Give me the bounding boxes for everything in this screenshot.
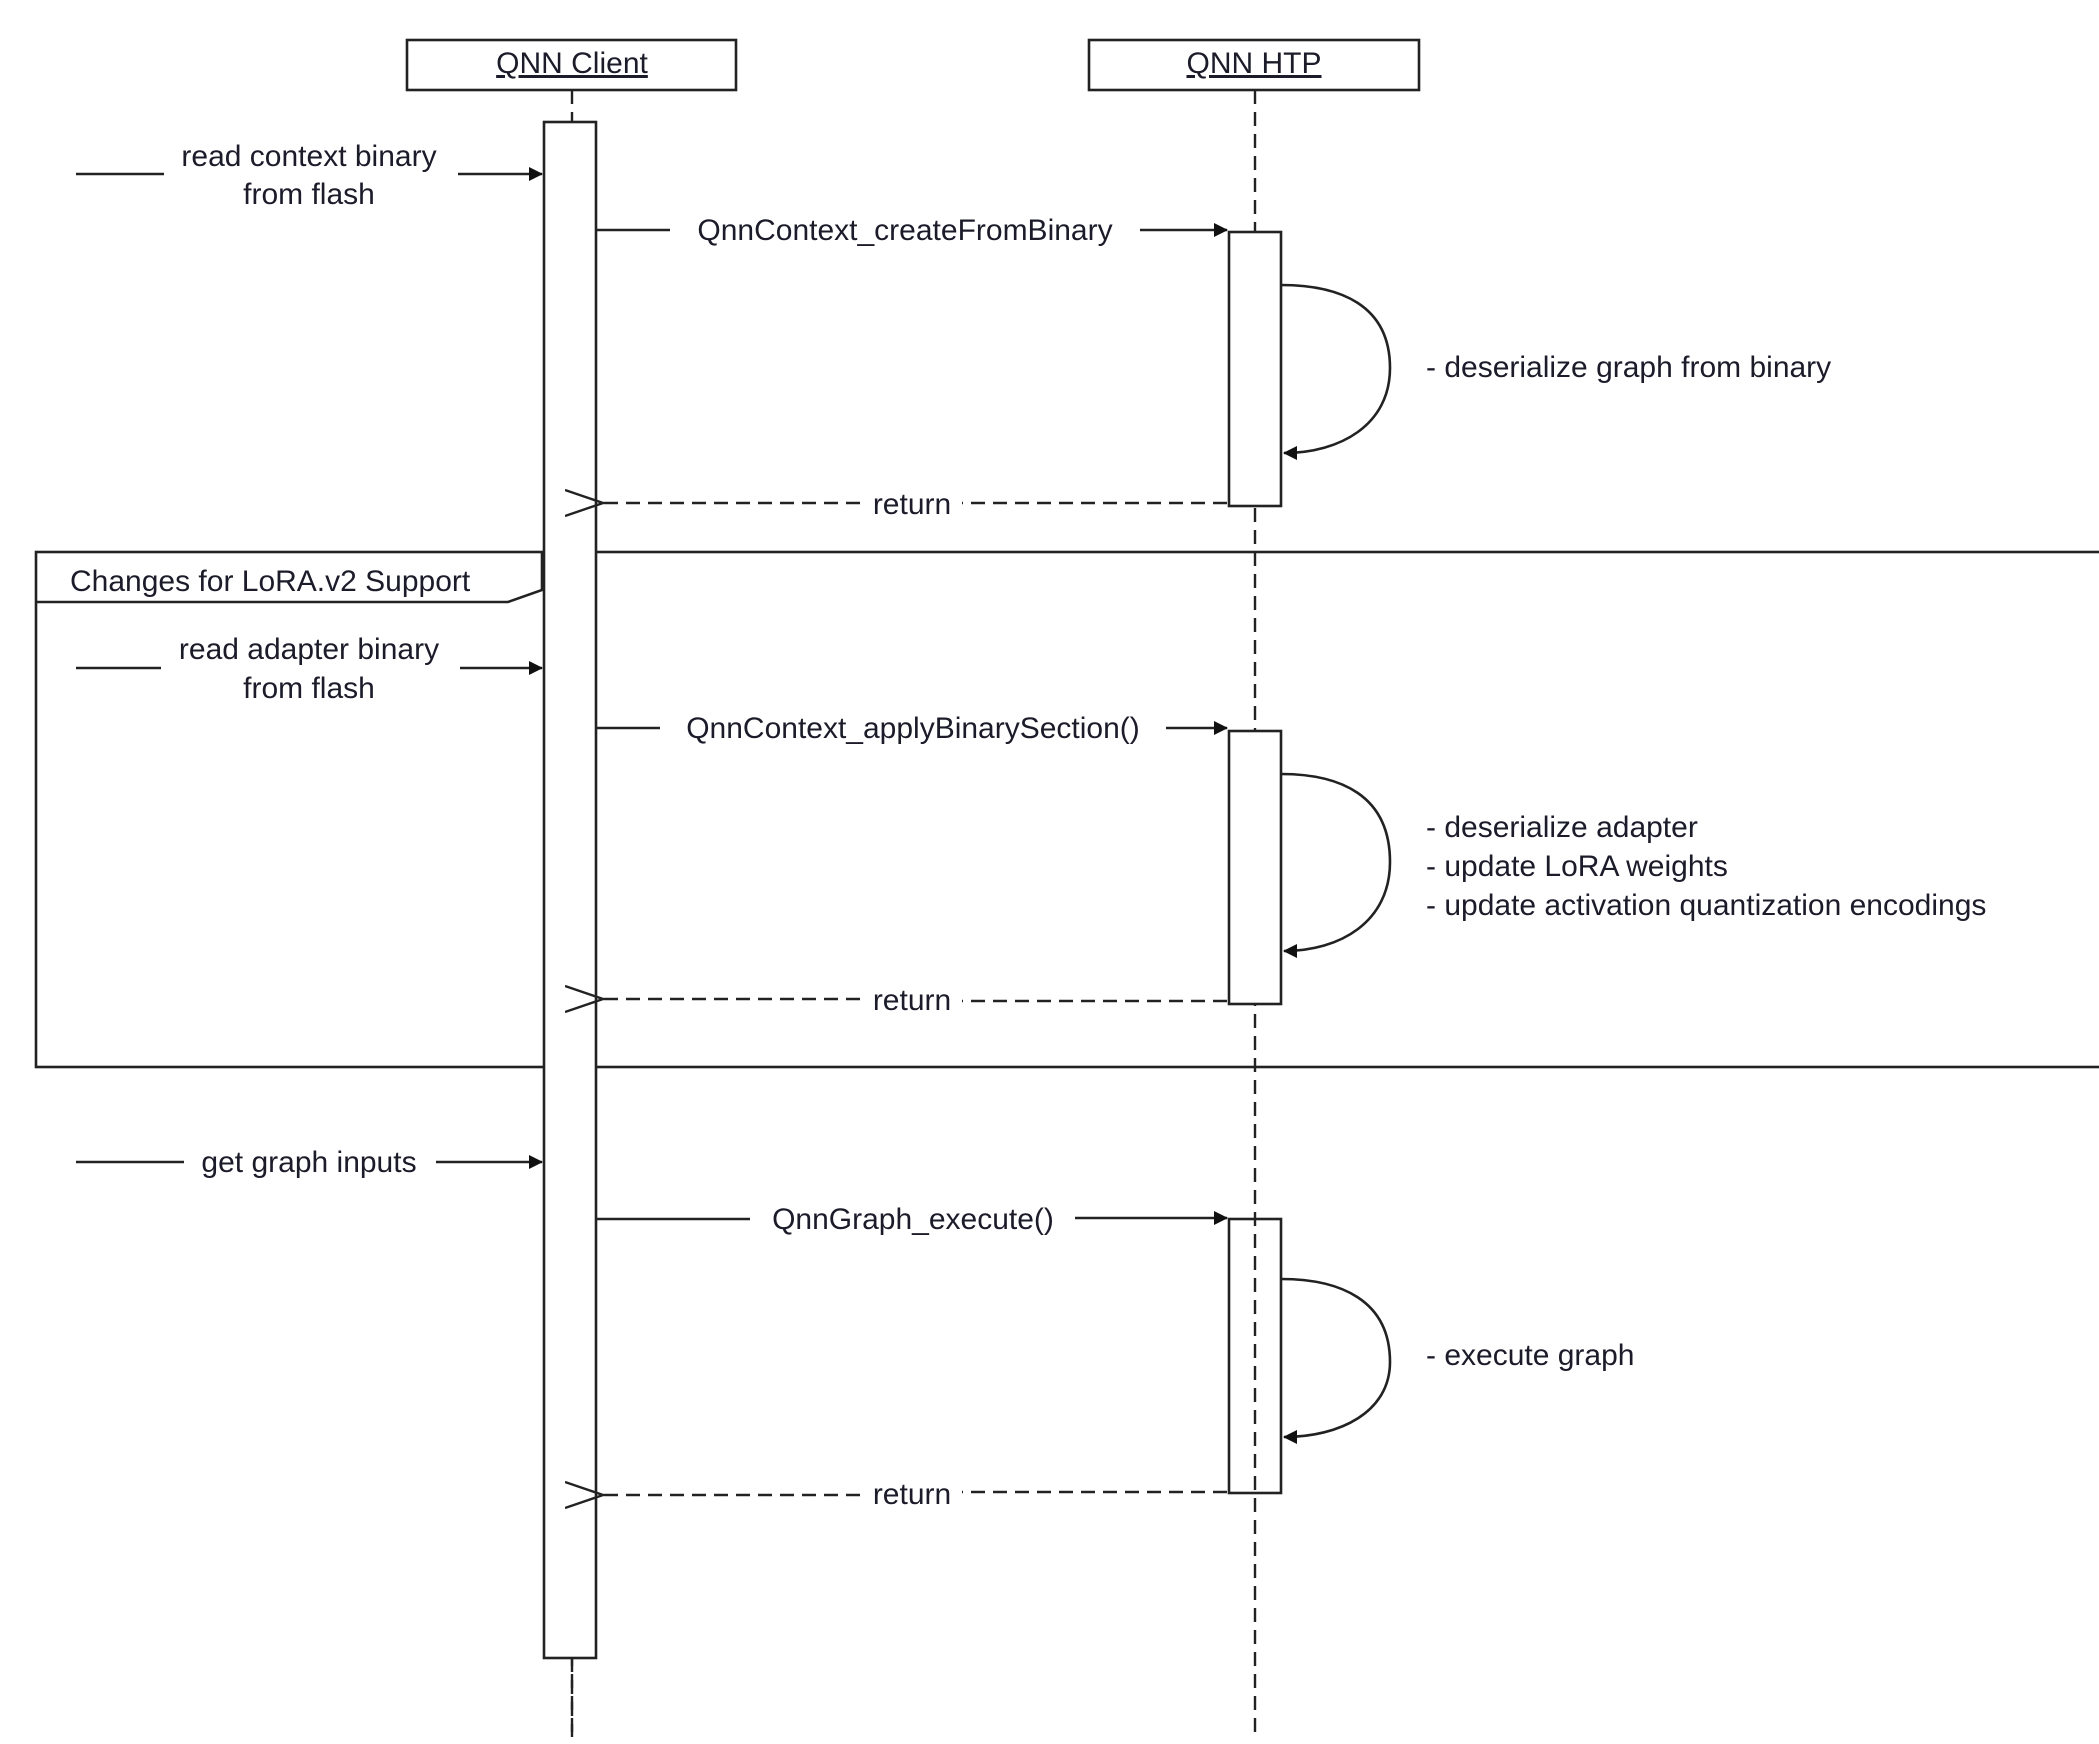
message-label: QnnContext_applyBinarySection() bbox=[686, 712, 1140, 745]
return-2: return bbox=[603, 984, 1227, 1017]
participant-qnn-htp: QNN HTP bbox=[1087, 38, 1421, 92]
self-call-deserialize-graph: - deserialize graph from binary bbox=[1280, 283, 1831, 460]
self-call-adapter-update: - deserialize adapter - update LoRA weig… bbox=[1280, 772, 1986, 958]
message-label: QnnContext_createFromBinary bbox=[697, 214, 1112, 247]
message-label: from flash bbox=[243, 672, 375, 705]
return-label: return bbox=[873, 984, 951, 1017]
message-create-from-binary: QnnContext_createFromBinary bbox=[596, 214, 1228, 247]
message-label: from flash bbox=[243, 178, 375, 211]
frame-label: Changes for LoRA.v2 Support bbox=[70, 565, 471, 598]
return-3: return bbox=[603, 1478, 1227, 1511]
client-activation bbox=[542, 120, 598, 1660]
note-label: - deserialize adapter bbox=[1426, 811, 1698, 844]
participant-label: QNN Client bbox=[496, 47, 648, 80]
self-call-execute-graph: - execute graph bbox=[1280, 1277, 1634, 1444]
message-label: QnnGraph_execute() bbox=[772, 1203, 1054, 1236]
note-label: - execute graph bbox=[1426, 1339, 1634, 1372]
message-graph-execute: QnnGraph_execute() bbox=[596, 1203, 1228, 1236]
message-label: read context binary bbox=[181, 140, 436, 173]
message-label: read adapter binary bbox=[179, 633, 439, 666]
message-label: get graph inputs bbox=[201, 1146, 416, 1179]
note-label: - deserialize graph from binary bbox=[1426, 351, 1831, 384]
return-1: return bbox=[603, 488, 1227, 521]
note-label: - update LoRA weights bbox=[1426, 850, 1728, 883]
htp-activation-3 bbox=[1227, 1217, 1283, 1495]
message-read-context: read context binary from flash bbox=[76, 140, 543, 211]
message-get-graph-inputs: get graph inputs bbox=[76, 1146, 543, 1179]
note-label: - update activation quantization encodin… bbox=[1426, 889, 1986, 922]
participant-label: QNN HTP bbox=[1187, 47, 1322, 80]
return-label: return bbox=[873, 488, 951, 521]
participant-qnn-client: QNN Client bbox=[405, 38, 738, 92]
message-apply-binary-section: QnnContext_applyBinarySection() bbox=[596, 712, 1228, 745]
message-read-adapter: read adapter binary from flash bbox=[76, 633, 543, 705]
htp-activation-1 bbox=[1227, 230, 1283, 508]
lora-frame: Changes for LoRA.v2 Support bbox=[34, 550, 2099, 1069]
return-label: return bbox=[873, 1478, 951, 1511]
htp-activation-2 bbox=[1227, 729, 1283, 1006]
